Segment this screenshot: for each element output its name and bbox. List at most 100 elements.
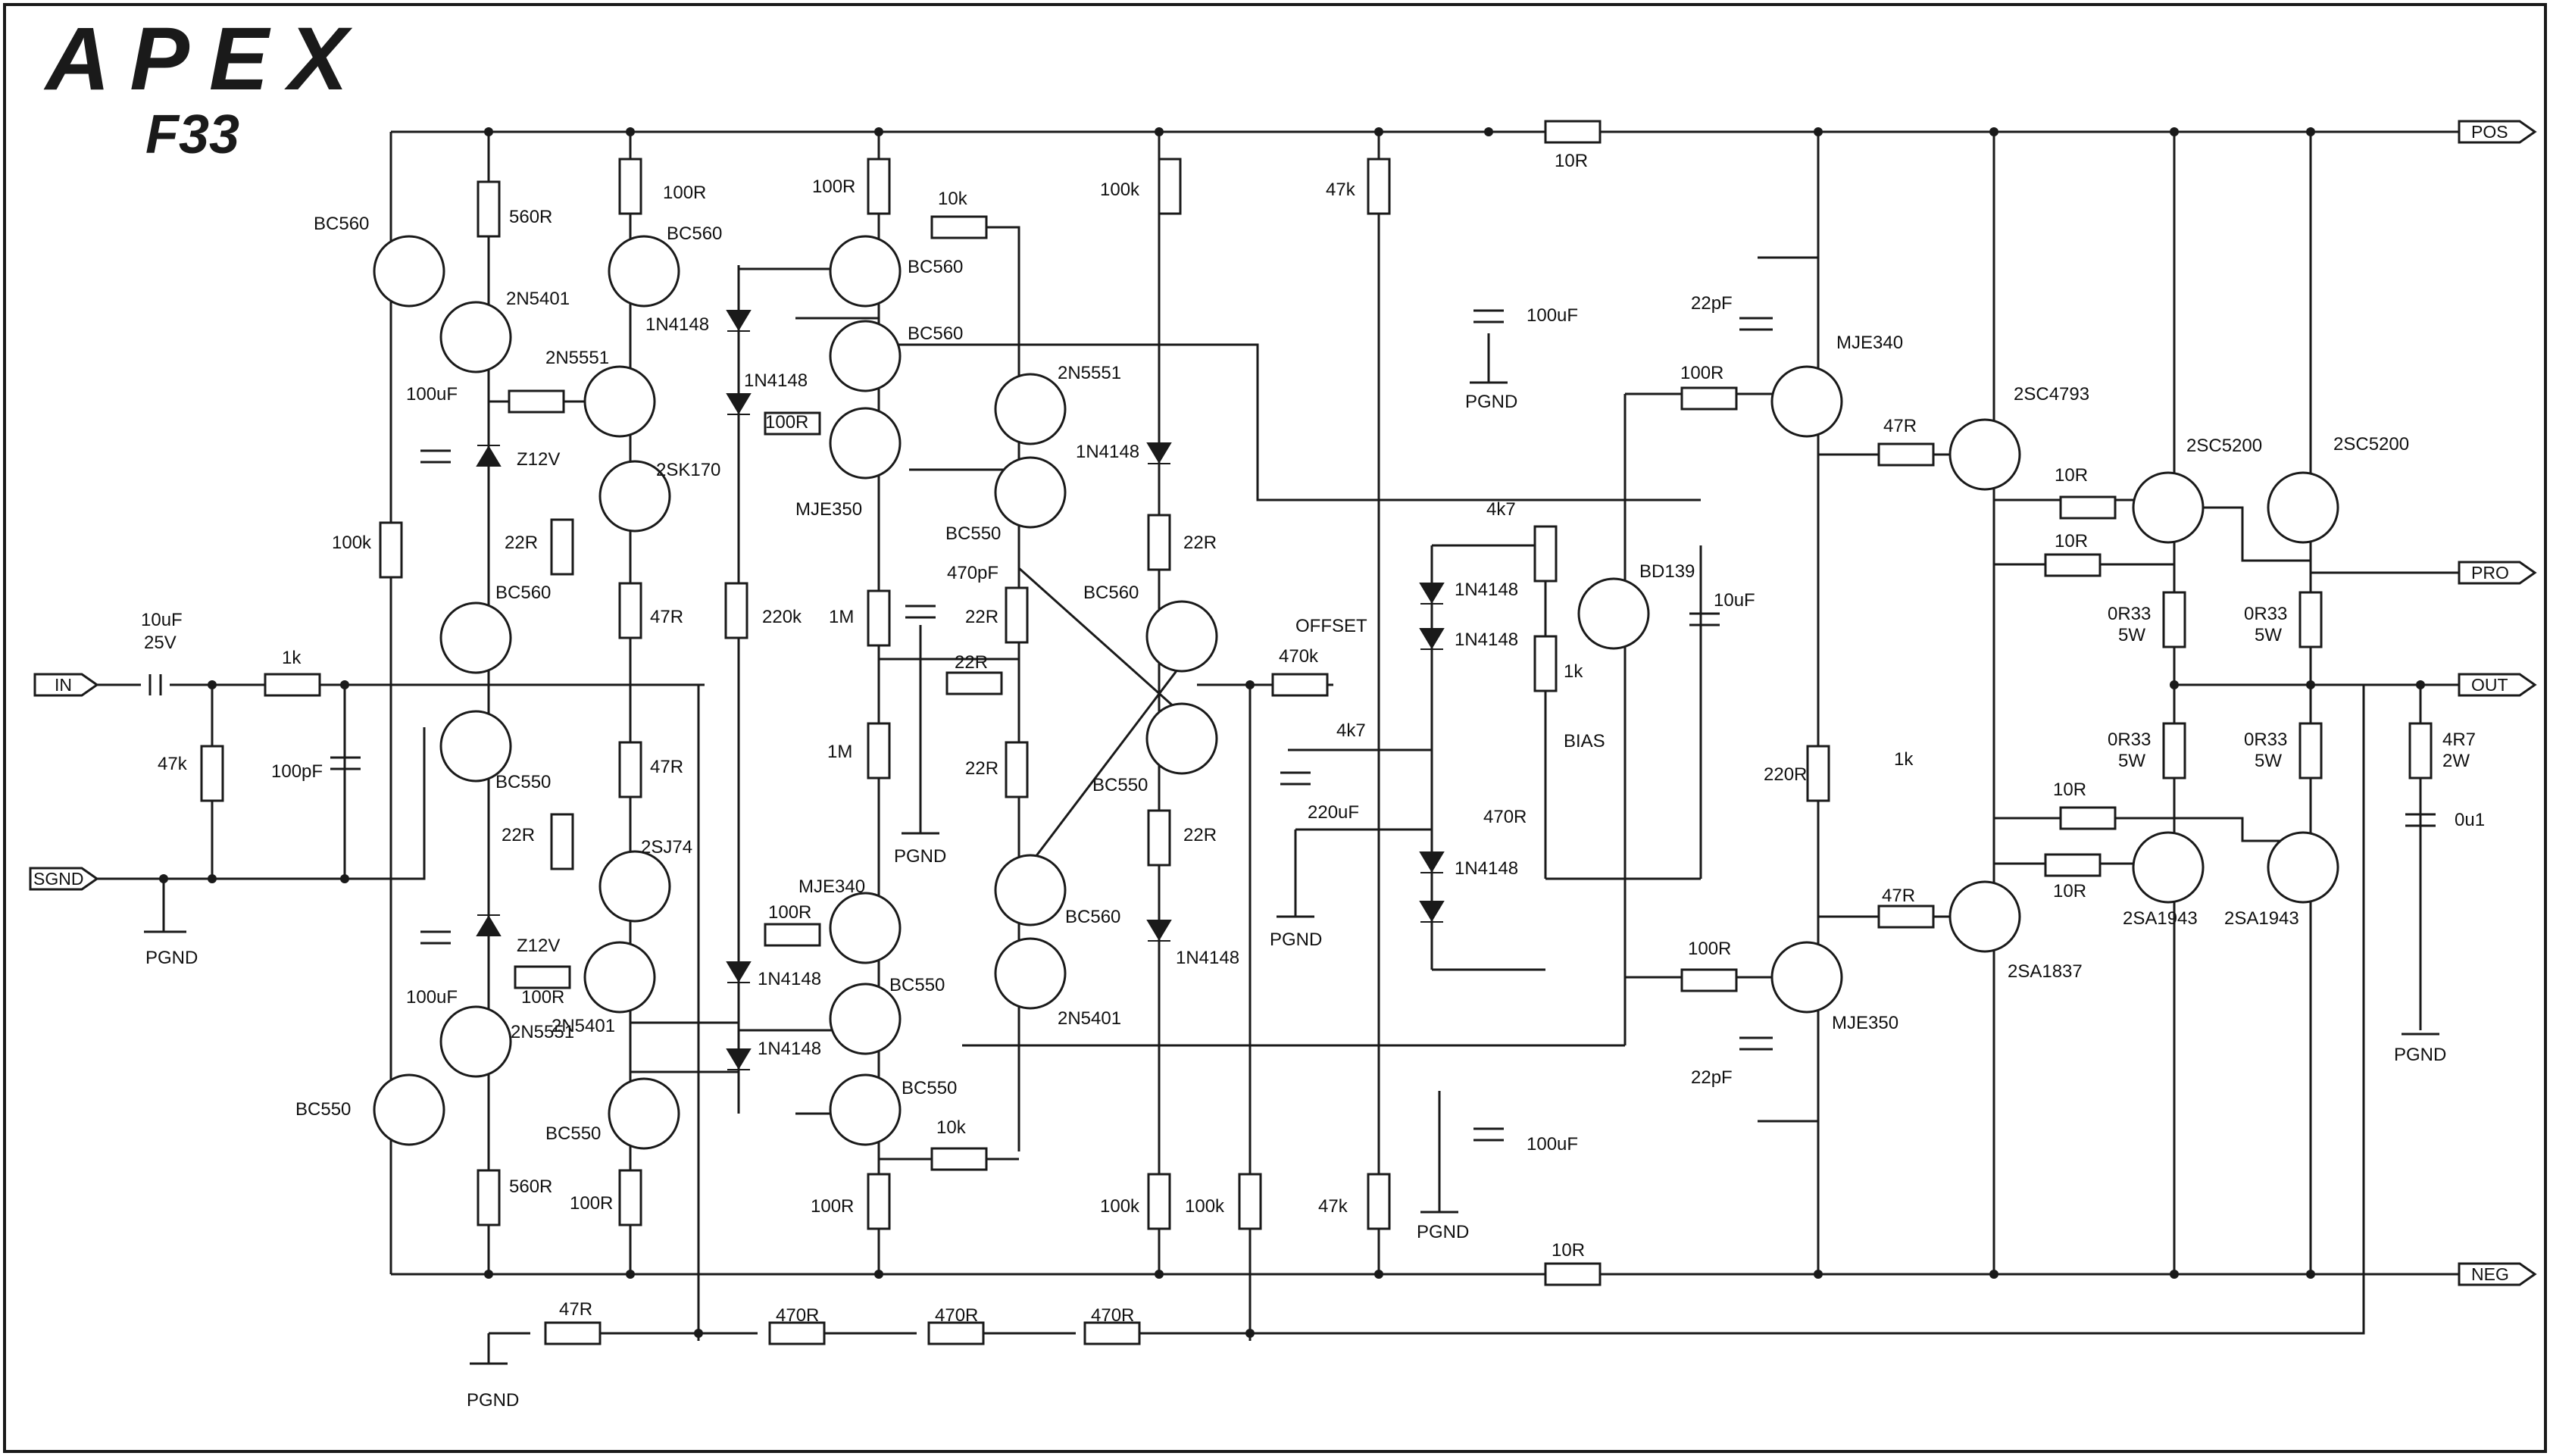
label-r470_c: 470R [935,1305,978,1326]
label-mje340_a: MJE340 [1836,333,1903,353]
port-pro[interactable]: PRO [2458,561,2537,585]
resistor-symbol [1680,968,1738,992]
label-q2sk170: 2SK170 [656,460,720,480]
label-r100_c: 100R [765,412,808,433]
port-neg[interactable]: NEG [2458,1262,2537,1286]
label-q2sc5200_a: 2SC5200 [2186,436,2262,456]
label-r47_b: 47R [650,607,683,627]
label-c22p_a: 22pF [1691,293,1733,314]
port-neg-label: NEG [2471,1264,2509,1284]
transistor-symbol [439,710,512,783]
resistor-symbol [2059,495,2117,520]
transistors [373,235,2339,1150]
label-r47k_a: 47k [1326,180,1356,200]
label-q2sc5200_b: 2SC5200 [2333,434,2409,455]
resistor-symbol [867,722,891,780]
transistor-symbol [829,235,902,308]
transistor-symbol [1145,600,1218,673]
label-d1_i: 1N4148 [758,1039,821,1059]
transistor-symbol [1577,577,1650,650]
label-pgnd_b: PGND [2394,1045,2446,1065]
ground-symbols [144,333,2439,1365]
label-pgnd_f: PGND [467,1390,519,1411]
resistor-symbol [930,215,988,239]
label-c220u: 220uF [1308,802,1359,823]
port-sgnd[interactable]: SGND [29,867,99,891]
resistor-symbol [1147,809,1171,867]
label-q2sj74: 2SJ74 [641,837,692,858]
transistor-symbol [1145,702,1218,775]
resistor-symbol [1238,1173,1262,1230]
label-mje340_b: MJE340 [798,876,865,897]
label-r0r33_b: 0R33 [2244,604,2287,624]
label-r22_b: 22R [965,607,998,627]
label-r470_d: 470R [1091,1305,1134,1326]
junction-dots [159,127,2425,1338]
label-q2n5551_b: 2N5551 [545,348,609,368]
label-r2w: 2W [2442,751,2470,771]
resistor-symbol [550,813,574,870]
label-r5w_d: 5W [2255,751,2282,771]
model-title: F33 [145,105,239,165]
label-r10_b: 10R [2055,465,2088,486]
transistor-symbol [829,407,902,480]
port-out[interactable]: OUT [2458,673,2537,697]
resistor-symbol [477,180,501,238]
label-pgnd_c: PGND [1270,930,1322,950]
label-c0u1: 0u1 [2455,810,2485,830]
resistor-symbol [618,1169,642,1226]
label-r10_c: 10R [2055,531,2088,551]
resistor-symbol [2059,806,2117,830]
label-q2n5551_a: 2N5551 [1058,363,1121,383]
label-r560_b: 560R [509,1176,552,1197]
port-pos[interactable]: POS [2458,120,2537,144]
label-z12v_b: Z12V [517,936,560,956]
resistor-symbol [1877,442,1935,467]
resistor-symbol [477,1169,501,1226]
resistor-symbol [2044,853,2102,877]
resistor-symbol [764,923,821,947]
port-out-label: OUT [2471,675,2508,695]
label-r220: 220R [1764,764,1807,785]
label-q2sc4793: 2SC4793 [2014,384,2089,405]
resistor-symbol [1680,386,1738,411]
label-bc560_g: BC560 [1065,907,1120,927]
transistor-symbol [994,373,1067,445]
transistor-symbol [608,235,680,308]
label-q2sa1943_a: 2SA1943 [2123,908,2198,929]
resistor-symbol [930,1147,988,1171]
resistor-symbol [927,1321,985,1345]
resistor-symbol [618,158,642,215]
label-r100_i: 100R [811,1196,854,1217]
resistor-symbol [1544,1262,1602,1286]
label-bc550_f: BC550 [545,1123,601,1144]
label-r100_f: 100R [521,987,564,1008]
resistor-symbol [200,745,224,802]
label-r1k_b: 1k [1894,749,1914,770]
label-d1_e: 1N4148 [1455,630,1518,650]
port-in[interactable]: IN [33,673,99,697]
label-r5w_b: 5W [2255,625,2282,645]
resistor-symbol [1005,586,1029,644]
resistor-symbol [724,582,748,639]
resistor-symbol [618,582,642,639]
label-r22_g: 22R [1183,825,1217,845]
port-in-label: IN [55,675,72,695]
transistor-symbol [994,456,1067,529]
transistor-symbol [1770,941,1843,1014]
label-pgnd_e: PGND [1417,1222,1469,1242]
label-r470_a: 470R [1483,807,1527,827]
label-d1_b: 1N4148 [744,370,808,391]
label-r22_d: 22R [1183,533,1217,553]
label-r100_e: 100R [768,902,811,923]
label-r10_a: 10R [1555,151,1588,171]
label-q2sa1837: 2SA1837 [2008,961,2083,982]
sheet-border [3,3,2547,1453]
label-r100_d: 100R [1680,363,1723,383]
label-mje350_b: MJE350 [1832,1013,1898,1033]
resistor-symbol [1271,673,1329,697]
label-q2n5401_c: 2N5401 [1058,1008,1121,1029]
label-bc560_f: BC560 [1083,583,1139,603]
label-bc560_c: BC560 [908,257,963,277]
